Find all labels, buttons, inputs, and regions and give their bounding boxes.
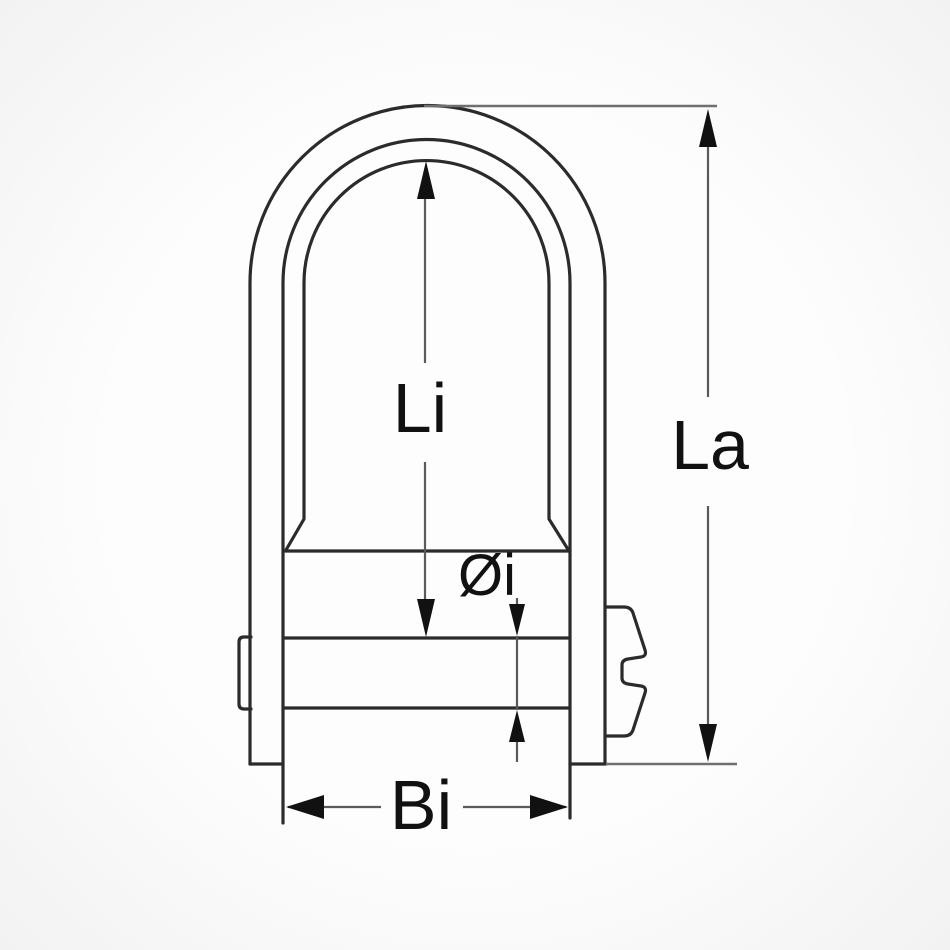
shackle-inner-contour [281,137,572,825]
oi-top-arrowhead [509,604,525,636]
la-bottom-arrowhead [699,724,717,762]
oi-bottom-arrowhead [509,710,525,742]
pin-screw-head [605,605,648,738]
dimension-arrowheads [286,109,717,819]
label-inner-length: Li [393,369,447,447]
label-inner-width: Bi [390,766,452,844]
bi-left-arrowhead [286,795,324,819]
label-overall-length: La [671,406,749,484]
pin-left-flange [237,635,253,711]
la-top-arrowhead [699,109,717,147]
shackle-body-outline [237,103,648,825]
extension-lines [424,104,737,766]
dimension-lines [288,145,710,809]
dimension-labels: Li La Øi Bi [390,369,749,844]
li-bottom-arrowhead [417,599,435,637]
bi-right-arrowhead [530,795,568,819]
shackle-inner-chamfer-edge [284,158,571,553]
label-pin-diameter: Øi [458,543,516,608]
li-top-arrowhead [417,161,435,199]
